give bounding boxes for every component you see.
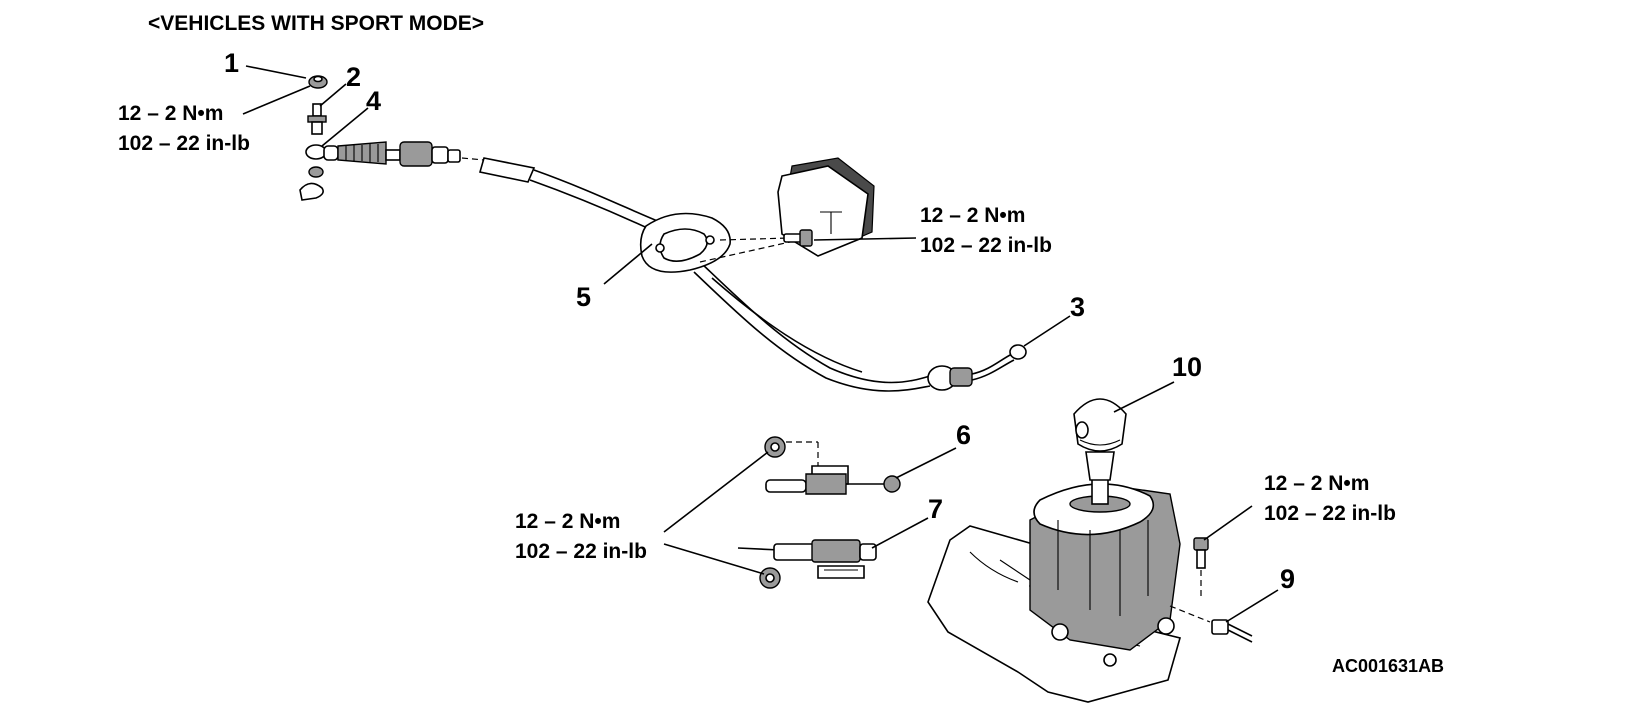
torque-top-left-imperial: 102 – 22 in-lb (118, 132, 250, 155)
diagram-title: <VEHICLES WITH SPORT MODE> (148, 12, 484, 35)
part-10-shift-lever-assembly (927, 398, 1181, 703)
callout-9: 9 (1280, 564, 1295, 594)
cover-bolt (783, 229, 813, 247)
callout-5: 5 (576, 282, 591, 312)
callout-4: 4 (366, 86, 381, 116)
part-3-cable-end-boot (323, 141, 485, 167)
part-7-switch (737, 539, 877, 579)
callout-2: 2 (346, 62, 361, 92)
torque-cover-bolt-metric: 12 – 2 N•m (920, 204, 1025, 227)
torque-cover-bolt-imperial: 102 – 22 in-lb (920, 234, 1052, 257)
callout-1: 1 (224, 48, 239, 78)
switch-nut-lower (759, 567, 781, 589)
part-1-nut (308, 75, 328, 89)
part-6-switch (765, 465, 901, 495)
torque-switch-nuts-metric: 12 – 2 N•m (515, 510, 620, 533)
part-3-shift-cable (478, 157, 1027, 392)
leader-lines (242, 65, 1279, 623)
torque-top-left-metric: 12 – 2 N•m (118, 102, 223, 125)
callout-3: 3 (1070, 292, 1085, 322)
shifter-bolt (1193, 537, 1209, 600)
callout-7: 7 (928, 494, 943, 524)
figure-code: AC001631AB (1332, 656, 1444, 676)
part-5-cable-bracket (639, 212, 791, 273)
switch-nut-upper (764, 436, 819, 468)
callout-10: 10 (1172, 352, 1202, 382)
part-9-connector (1169, 605, 1253, 643)
part-2-pin (307, 103, 327, 135)
torque-shifter-bolt-imperial: 102 – 22 in-lb (1264, 502, 1396, 525)
torque-shifter-bolt-metric: 12 – 2 N•m (1264, 472, 1369, 495)
torque-switch-nuts-imperial: 102 – 22 in-lb (515, 540, 647, 563)
part-4-bushing (305, 144, 327, 178)
retaining-clip (299, 182, 324, 201)
callout-6: 6 (956, 420, 971, 450)
